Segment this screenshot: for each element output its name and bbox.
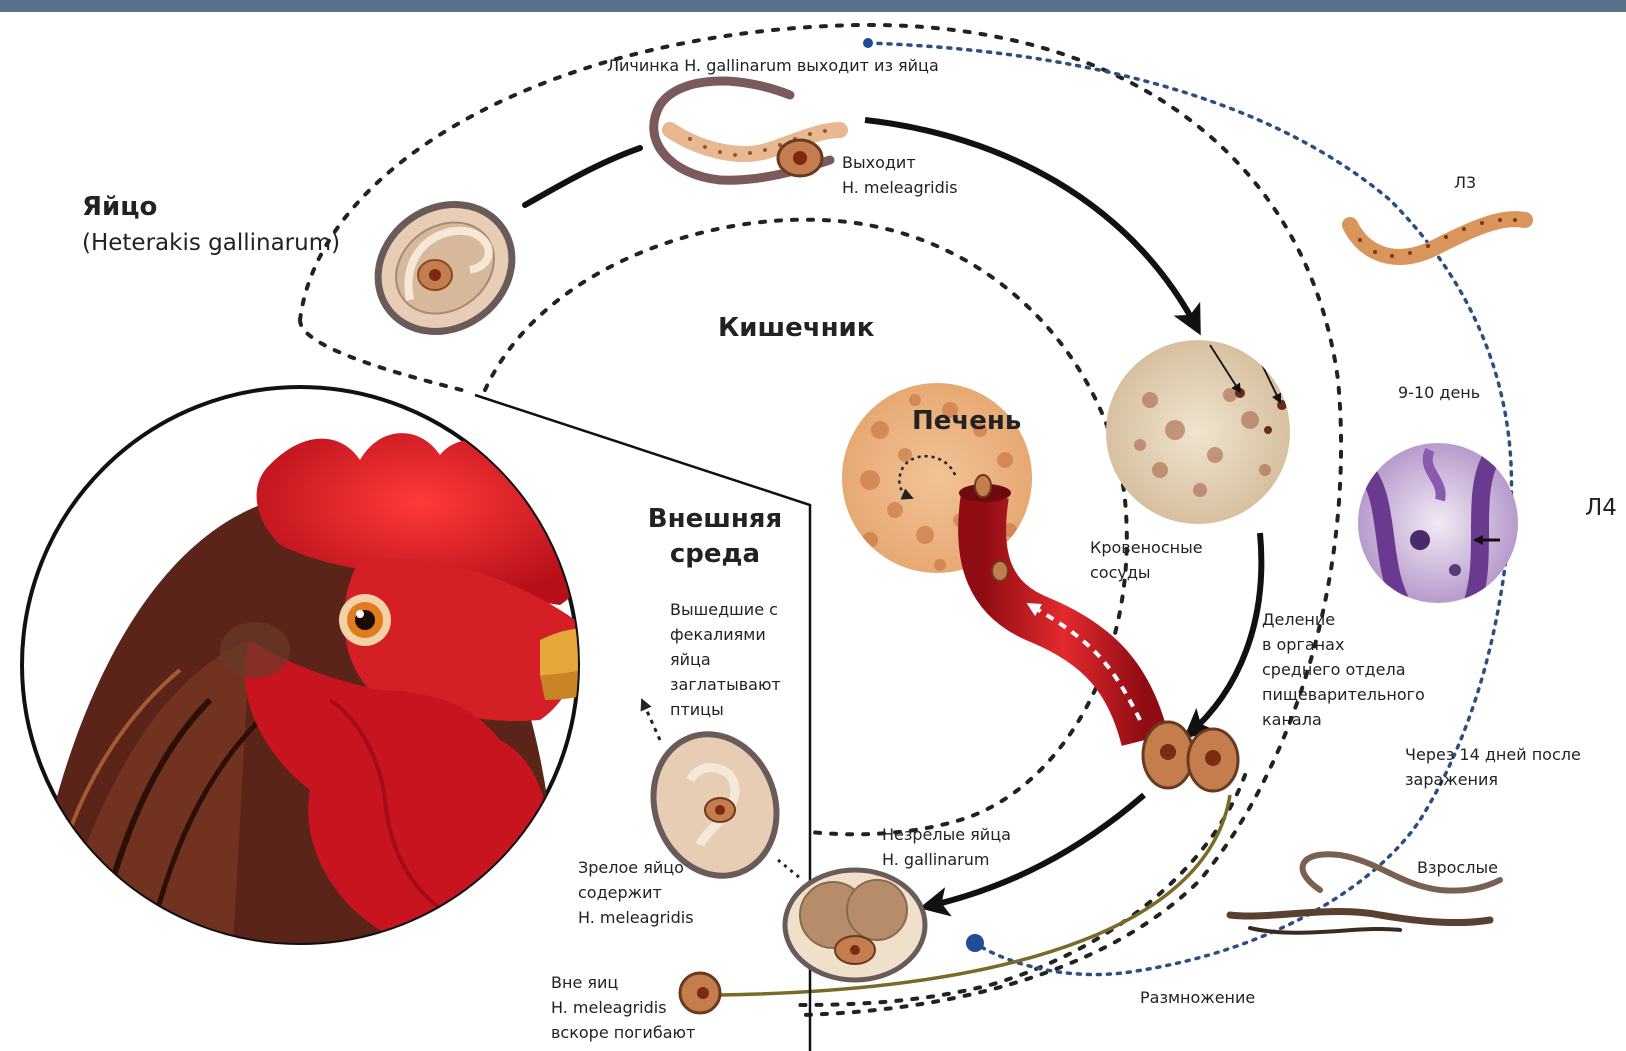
division-label-line2: в органах bbox=[1262, 632, 1344, 657]
day-9-10-label: 9-10 день bbox=[1398, 380, 1480, 405]
mature-egg-label-line1: Зрелое яйцо bbox=[578, 855, 684, 880]
egg-species-label: (Heterakis gallinarum) bbox=[82, 228, 340, 258]
reproduction-label: Размножение bbox=[1140, 985, 1255, 1010]
arrow-mature-to-immature bbox=[778, 860, 800, 878]
arrow-egg-to-larva bbox=[525, 148, 640, 205]
external-env-label-line1: Внешняя bbox=[640, 503, 790, 535]
immature-eggs-label-line2: H. gallinarum bbox=[882, 847, 989, 872]
external-env-label-line2: среда bbox=[640, 538, 790, 570]
after-14-days-label-line1: Через 14 дней после bbox=[1405, 742, 1581, 767]
host-cycle-start-dot bbox=[863, 38, 873, 48]
immature-eggs-icon bbox=[785, 870, 925, 980]
mature-egg-label-line3: H. meleagridis bbox=[578, 905, 694, 930]
blood-vessel-icon bbox=[959, 475, 1145, 740]
histology-section-icon bbox=[1358, 443, 1518, 610]
outside-eggs-label-line2: H. meleagridis bbox=[551, 995, 667, 1020]
mature-egg-label-line2: содержит bbox=[578, 880, 662, 905]
division-label-line1: Деление bbox=[1262, 607, 1335, 632]
division-label-line3: среднего отдела bbox=[1262, 657, 1406, 682]
rooster-head-icon bbox=[20, 387, 645, 1000]
l3-larva-icon bbox=[1350, 218, 1525, 258]
egg-title: Яйцо bbox=[82, 191, 157, 223]
l4-label: Л4 bbox=[1585, 493, 1617, 523]
arrow-swallowed bbox=[642, 700, 660, 740]
outside-eggs-label-line1: Вне яиц bbox=[551, 970, 618, 995]
larva-hatch-label: Личинка H. gallinarum выходит из яйца bbox=[607, 53, 939, 78]
outside-eggs-label-line3: вскоре погибают bbox=[551, 1020, 695, 1045]
intestine-tissue-icon bbox=[1106, 340, 1290, 524]
vessels-label-line2: сосуды bbox=[1090, 560, 1151, 585]
swallowed-label-line4: заглатывают bbox=[670, 672, 781, 697]
swallowed-label-line1: Вышедшие с bbox=[670, 597, 778, 622]
after-14-days-label-line2: заражения bbox=[1405, 767, 1498, 792]
swallowed-label-line5: птицы bbox=[670, 697, 724, 722]
egg-icon bbox=[353, 179, 537, 358]
arrow-intestine-to-division bbox=[1188, 533, 1261, 735]
l3-label: Л3 bbox=[1454, 170, 1476, 195]
larva-hatching-icon bbox=[654, 81, 840, 180]
division-label-line5: канала bbox=[1262, 707, 1322, 732]
division-label-line4: пищеварительного bbox=[1262, 682, 1425, 707]
exits-label-line1: Выходит bbox=[842, 150, 916, 175]
adults-label: Взрослые bbox=[1417, 855, 1498, 880]
swallowed-label-line2: фекалиями bbox=[670, 622, 766, 647]
vessels-label-line1: Кровеносные bbox=[1090, 535, 1203, 560]
exits-label-line2: H. meleagridis bbox=[842, 175, 958, 200]
immature-eggs-label-line1: Незрелые яйца bbox=[882, 822, 1011, 847]
intestine-label: Кишечник bbox=[718, 312, 874, 344]
liver-label: Печень bbox=[912, 405, 1021, 437]
host-cycle-end-dot bbox=[966, 934, 984, 952]
free-cell-icon bbox=[680, 973, 720, 1013]
swallowed-label-line3: яйца bbox=[670, 647, 711, 672]
